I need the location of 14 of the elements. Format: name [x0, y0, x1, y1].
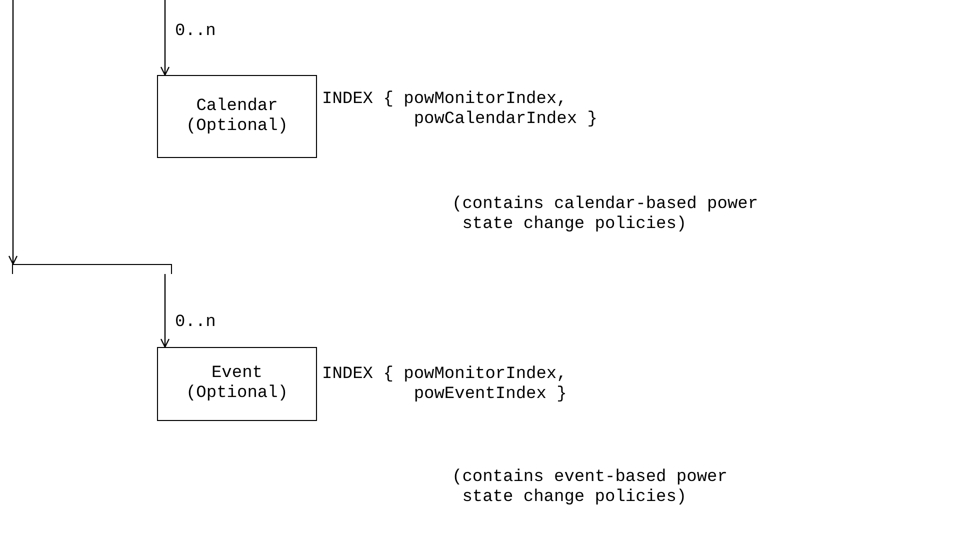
entity-note: (Optional) [186, 116, 288, 136]
entity-box [157, 347, 317, 421]
entity-name: Event [211, 364, 262, 384]
entity-box [157, 75, 317, 158]
index-note: INDEX { powMonitorIndex, powEventIndex } [322, 365, 568, 405]
description-note: (contains calendar-based power state change policies) [452, 195, 760, 235]
arrow [160, 0, 170, 76]
entity-note: (Optional) [186, 384, 288, 404]
description-note: (contains event-based power state change policies) [452, 468, 728, 508]
arrow [8, 0, 18, 265]
entity-name: Calendar [196, 96, 278, 116]
bar [12, 264, 172, 274]
index-note: INDEX { powMonitorIndex, powCalendarIndex } [322, 90, 598, 130]
arrow [160, 274, 170, 348]
